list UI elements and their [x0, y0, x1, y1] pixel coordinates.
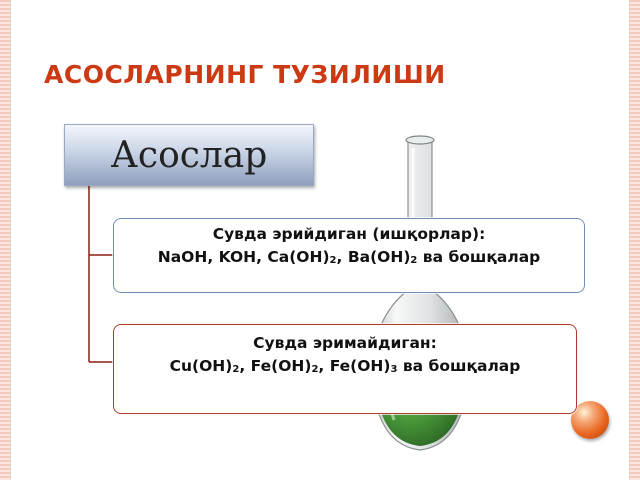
child-2-tail: ва бошқалар	[402, 357, 521, 375]
orange-orb-icon	[571, 401, 609, 439]
left-border-stripe	[0, 0, 10, 480]
right-border-stripe	[630, 0, 640, 480]
formula: Cu(OH)2	[169, 357, 240, 375]
slide-title: АСОСЛАРНИНГ ТУЗИЛИШИ	[44, 60, 446, 89]
slide-frame	[10, 0, 630, 480]
formula: Ba(OH)2	[347, 248, 418, 266]
formula: Ca(OH)2	[267, 248, 337, 266]
child-1-formulas: NaOH, KOH, Ca(OH)2, Ba(OH)2 ва бошқалар	[157, 248, 541, 266]
child-2-formulas: Cu(OH)2, Fe(OH)2, Fe(OH)3 ва бошқалар	[169, 357, 521, 375]
child-node-insoluble: Сувда эримайдиган: Cu(OH)2, Fe(OH)2, Fe(…	[113, 324, 577, 414]
child-1-tail: ва бошқалар	[422, 248, 541, 266]
formula: Fe(OH)3	[329, 357, 398, 375]
formula: NaOH	[157, 248, 208, 266]
formula: Fe(OH)2	[250, 357, 319, 375]
child-2-heading: Сувда эримайдиган:	[253, 334, 437, 352]
child-node-soluble: Сувда эрийдиган (ишқорлар): NaOH, KOH, C…	[113, 218, 585, 293]
formula: KOH	[218, 248, 257, 266]
child-1-heading: Сувда эрийдиган (ишқорлар):	[212, 225, 486, 243]
root-node-bases: Асослар	[64, 124, 314, 186]
root-node-label: Асослар	[110, 134, 268, 176]
